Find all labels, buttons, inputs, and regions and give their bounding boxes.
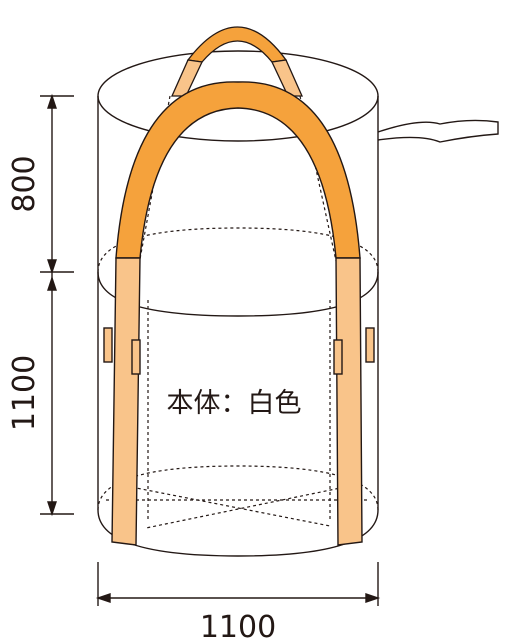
front-lifting-belt bbox=[103, 81, 375, 546]
dimension-label-diameter: 1100 bbox=[200, 610, 276, 644]
right-stitch-tab-outer bbox=[365, 327, 375, 363]
front-belt-left-strap bbox=[111, 257, 141, 546]
back-lifting-belt bbox=[170, 26, 304, 97]
bag-outline bbox=[97, 50, 379, 557]
bottom-cross-line-b bbox=[145, 485, 351, 529]
right-stitch-tab-inner bbox=[333, 339, 343, 375]
front-belt-right-strap bbox=[335, 257, 363, 546]
dimension-lines bbox=[40, 93, 381, 606]
middle-seam-back bbox=[97, 227, 379, 273]
middle-seam-front bbox=[97, 271, 379, 317]
body-color-label: 本体：白色 bbox=[167, 388, 302, 419]
bag-bottom-front bbox=[97, 509, 379, 557]
bottom-seam-back bbox=[97, 465, 379, 511]
seam-lines bbox=[97, 95, 379, 529]
bottom-cross-line-a bbox=[125, 485, 331, 527]
left-stitch-tab-outer bbox=[103, 327, 113, 363]
front-belt-arch bbox=[115, 81, 361, 259]
dimension-label-top-height: 800 bbox=[7, 155, 42, 212]
dimension-label-body-height: 1100 bbox=[7, 355, 42, 431]
left-stitch-tab-inner bbox=[131, 339, 141, 375]
side-handle-loop bbox=[377, 119, 499, 143]
